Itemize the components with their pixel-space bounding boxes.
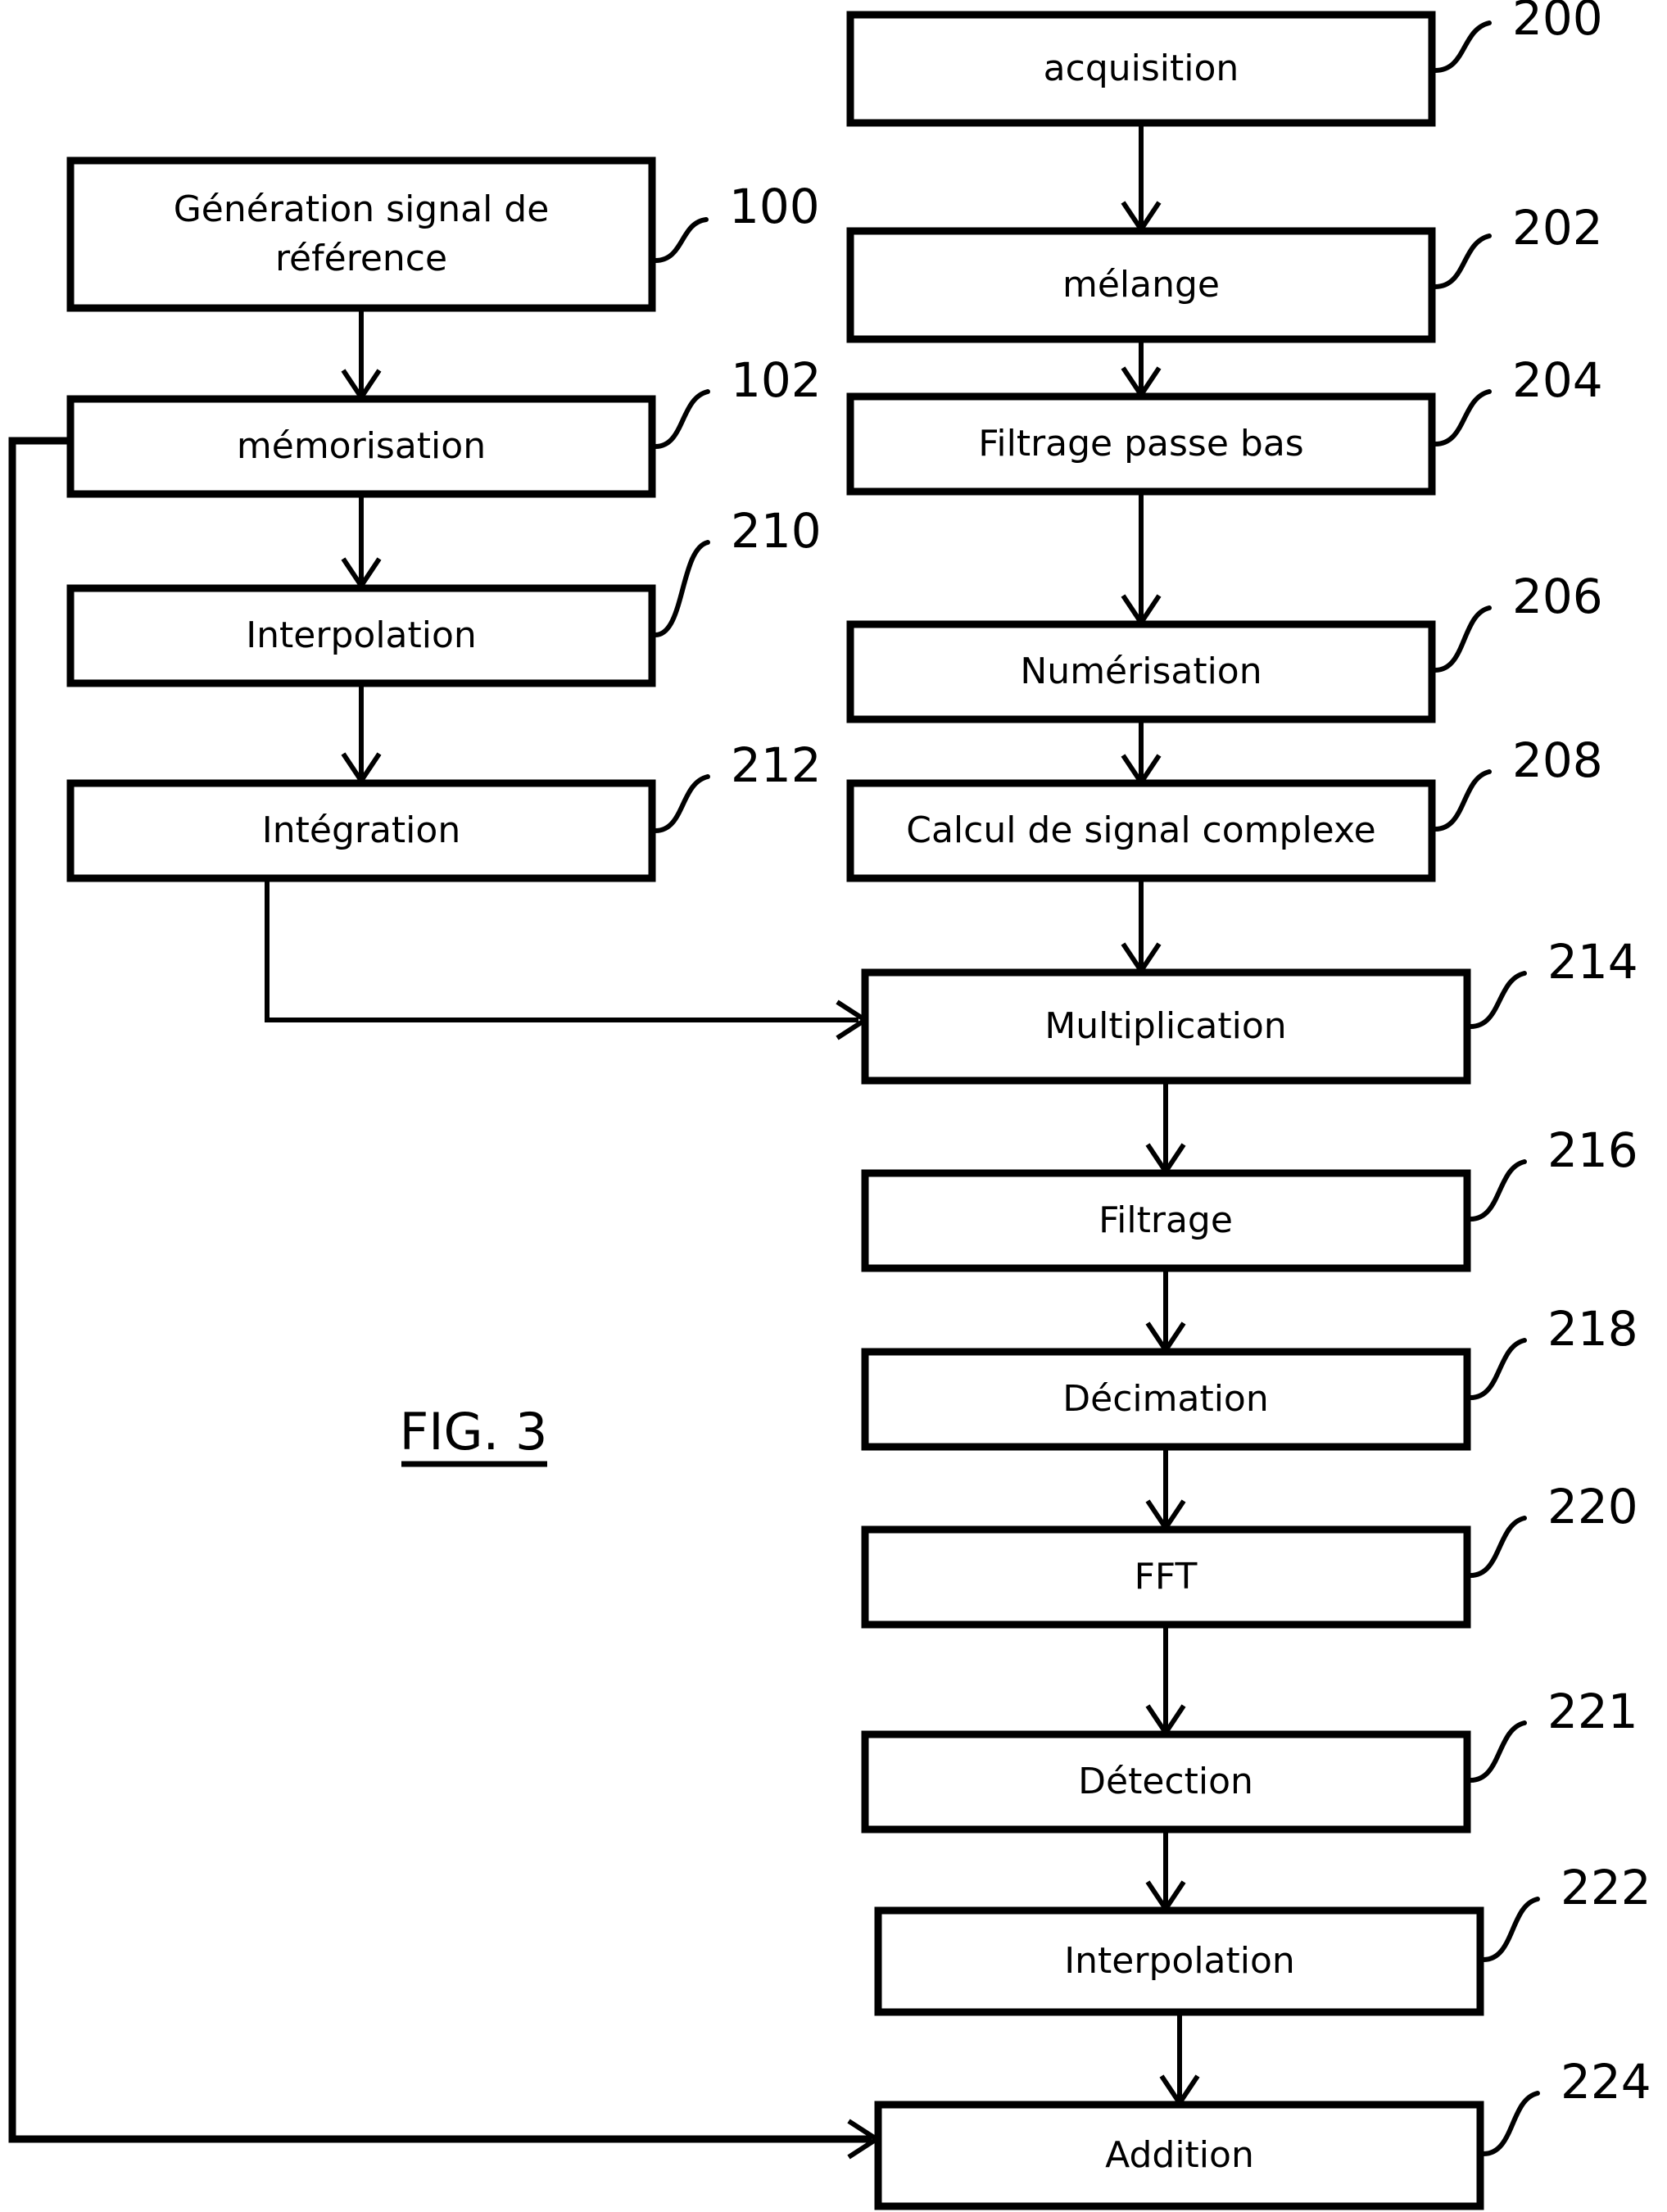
block-214[interactable]: Multiplication: [861, 968, 1471, 1085]
block-204-label: Filtrage passe bas: [978, 423, 1303, 465]
block-210[interactable]: Interpolation: [66, 584, 656, 687]
callout-curve-221: [1468, 1720, 1527, 1783]
block-208[interactable]: Calcul de signal complexe: [846, 779, 1436, 882]
block-212-label: Intégration: [262, 809, 460, 851]
block-220-label: FFT: [1135, 1556, 1198, 1598]
ref-number-102: 102: [731, 352, 822, 408]
callout-curve-214: [1468, 971, 1527, 1029]
block-222-label: Interpolation: [1064, 1940, 1295, 1982]
block-206-label: Numérisation: [1020, 650, 1262, 692]
block-214-rect[interactable]: [861, 968, 1471, 1085]
connector-212-to-214: [265, 878, 858, 1022]
callout-curve-208: [1433, 769, 1492, 832]
block-202[interactable]: mélange: [846, 227, 1436, 343]
ref-number-221: 221: [1547, 1684, 1638, 1739]
block-200-rect[interactable]: [846, 11, 1436, 127]
ref-number-212: 212: [731, 737, 822, 793]
callout-curve-202: [1433, 233, 1492, 289]
callout-curve-210: [653, 540, 710, 637]
block-204[interactable]: Filtrage passe bas: [846, 392, 1436, 496]
ref-number-224: 224: [1561, 2054, 1651, 2110]
ref-number-214: 214: [1547, 934, 1638, 990]
callout-curve-224: [1481, 2091, 1540, 2156]
ref-number-100: 100: [729, 179, 820, 234]
block-220[interactable]: FFT: [861, 1525, 1471, 1629]
block-214-label: Multiplication: [1044, 1005, 1286, 1047]
ref-number-210: 210: [731, 503, 822, 559]
figure-caption-group: FIG. 3: [400, 1402, 548, 1467]
block-221-rect[interactable]: [861, 1730, 1471, 1834]
block-100-label-line1: Génération signal de: [174, 188, 550, 230]
ref-number-218: 218: [1547, 1301, 1638, 1357]
ref-number-216: 216: [1547, 1122, 1638, 1178]
block-202-label: mélange: [1062, 264, 1220, 306]
callout-curve-100: [653, 217, 709, 263]
callout-curve-220: [1468, 1516, 1527, 1578]
callout-curve-222: [1481, 1897, 1540, 1962]
callout-curve-204: [1433, 389, 1492, 446]
callout-curve-206: [1433, 605, 1492, 673]
ref-number-200: 200: [1512, 0, 1603, 46]
block-102-rect[interactable]: [66, 395, 656, 498]
callout-curve-102: [653, 389, 710, 449]
block-210-label: Interpolation: [246, 614, 477, 656]
connector-224-to-102-feedback: [8, 437, 872, 2143]
figure-caption: FIG. 3: [400, 1402, 548, 1462]
ref-number-202: 202: [1512, 200, 1603, 256]
block-100-rect[interactable]: [66, 156, 656, 312]
ref-number-220: 220: [1547, 1479, 1638, 1534]
block-212[interactable]: Intégration: [66, 779, 656, 882]
block-212-rect[interactable]: [66, 779, 656, 882]
block-200-label: acquisition: [1044, 48, 1239, 89]
callout-curve-218: [1468, 1338, 1527, 1400]
arrowhead-feedback-into-224: [847, 2119, 881, 2160]
block-221-label: Détection: [1078, 1761, 1253, 1802]
block-206-rect[interactable]: [846, 620, 1436, 723]
block-200[interactable]: acquisition: [846, 11, 1436, 127]
block-100-label-line2: référence: [275, 238, 447, 279]
block-218[interactable]: Décimation: [861, 1348, 1471, 1451]
block-220-rect[interactable]: [861, 1525, 1471, 1629]
ref-number-204: 204: [1512, 352, 1603, 408]
block-100[interactable]: Génération signal de référence: [66, 156, 656, 312]
block-221[interactable]: Détection: [861, 1730, 1471, 1834]
block-224[interactable]: Addition: [874, 2101, 1484, 2210]
block-206[interactable]: Numérisation: [846, 620, 1436, 723]
ref-number-208: 208: [1512, 732, 1603, 788]
callout-curve-216: [1468, 1159, 1527, 1222]
callout-curve-200: [1433, 20, 1492, 73]
ref-number-206: 206: [1512, 569, 1603, 624]
block-208-label: Calcul de signal complexe: [906, 809, 1376, 851]
block-222[interactable]: Interpolation: [874, 1906, 1484, 2016]
block-102[interactable]: mémorisation: [66, 395, 656, 498]
ref-number-222: 222: [1561, 1860, 1651, 1915]
block-218-rect[interactable]: [861, 1348, 1471, 1451]
block-218-label: Décimation: [1062, 1378, 1268, 1420]
block-102-label: mémorisation: [237, 425, 486, 467]
block-224-rect[interactable]: [874, 2101, 1484, 2210]
block-224-label: Addition: [1105, 2134, 1254, 2176]
block-202-rect[interactable]: [846, 227, 1436, 343]
block-216[interactable]: Filtrage: [861, 1169, 1471, 1272]
block-216-label: Filtrage: [1098, 1199, 1233, 1241]
block-222-rect[interactable]: [874, 1906, 1484, 2016]
callout-curve-212: [653, 774, 710, 833]
